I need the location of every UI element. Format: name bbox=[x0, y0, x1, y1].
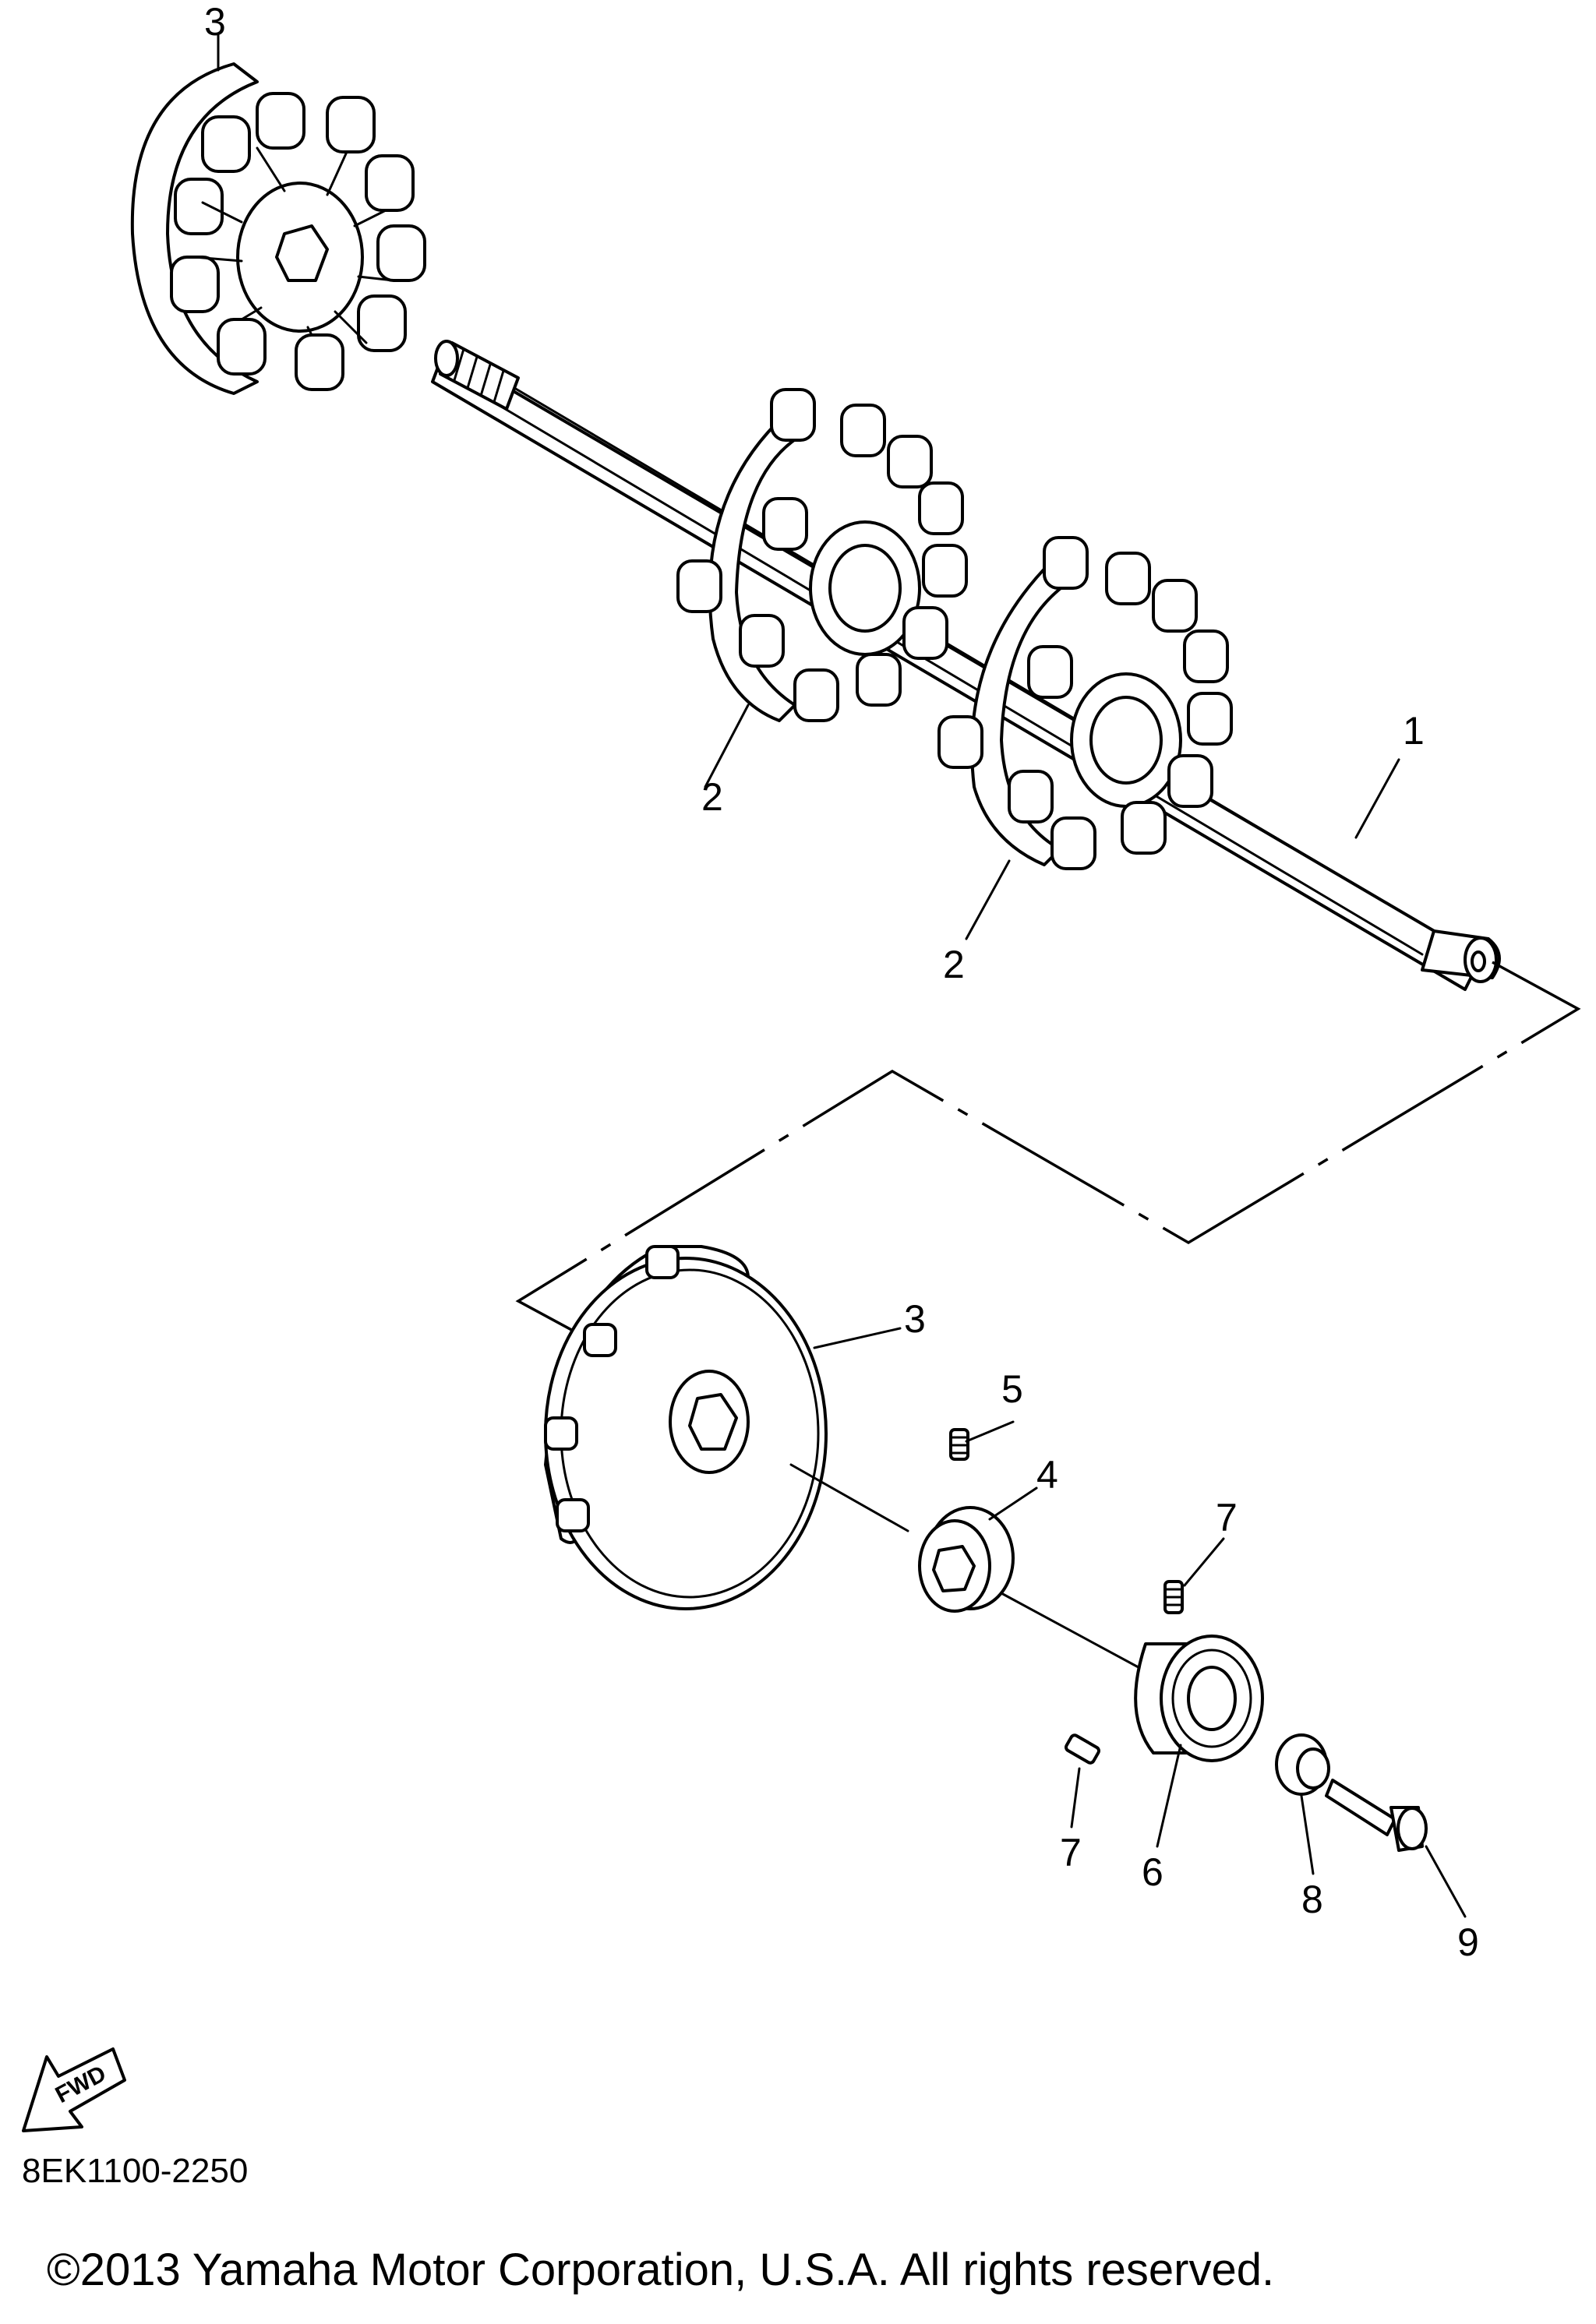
sprocket-left bbox=[676, 388, 968, 722]
collar-4 bbox=[918, 1506, 1015, 1613]
callout-7-left: 7 bbox=[1060, 1831, 1082, 1874]
drive-shaft bbox=[431, 340, 1501, 991]
callout-8: 8 bbox=[1301, 1878, 1323, 1921]
diagram-code: 8EK1100-2250 bbox=[22, 2152, 249, 2190]
copyright-notice: ©2013 Yamaha Motor Corporation, U.S.A. A… bbox=[47, 2245, 1275, 2295]
bolt-9 bbox=[1325, 1779, 1428, 1852]
axis-line bbox=[789, 1463, 1147, 1673]
bearing-housing-6 bbox=[1134, 1635, 1264, 1762]
set-screw-7-left bbox=[1065, 1733, 1100, 1765]
callout-3-top: 3 bbox=[204, 0, 226, 44]
cap-8 bbox=[1275, 1733, 1330, 1796]
wheel-top-left bbox=[130, 62, 426, 395]
callout-6: 6 bbox=[1142, 1850, 1163, 1894]
leader-lines bbox=[217, 34, 1467, 1918]
fwd-arrow-icon: FWD bbox=[22, 2047, 126, 2132]
set-screw-5 bbox=[949, 1428, 969, 1461]
assembly-outline bbox=[515, 961, 1581, 1381]
callout-4: 4 bbox=[1036, 1453, 1058, 1497]
callout-7-right: 7 bbox=[1216, 1496, 1238, 1539]
callout-1: 1 bbox=[1403, 709, 1425, 753]
callout-9: 9 bbox=[1457, 1920, 1479, 1964]
wheel-bottom bbox=[544, 1245, 828, 1610]
callout-2-right: 2 bbox=[943, 943, 965, 986]
set-screw-7-right bbox=[1163, 1580, 1184, 1614]
callout-3-bottom: 3 bbox=[904, 1297, 926, 1341]
callout-2-left: 2 bbox=[701, 775, 723, 819]
callout-5: 5 bbox=[1001, 1367, 1023, 1411]
sprocket-right bbox=[937, 536, 1233, 870]
